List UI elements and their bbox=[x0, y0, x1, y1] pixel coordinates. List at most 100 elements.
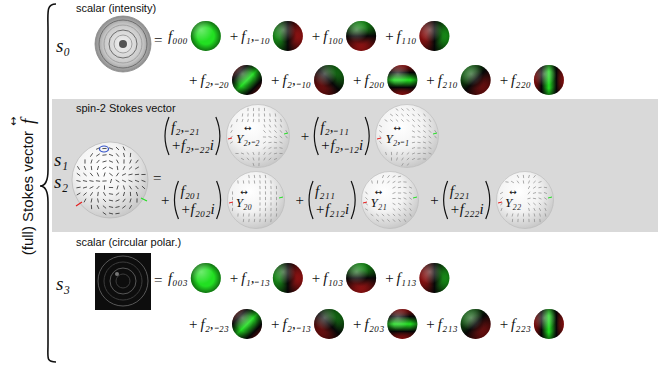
field-tick bbox=[253, 219, 254, 222]
sphere-art bbox=[361, 171, 419, 229]
harmonic-ball bbox=[191, 263, 221, 293]
field-tick bbox=[247, 108, 248, 111]
field-tick bbox=[83, 173, 86, 176]
field-tick bbox=[241, 119, 243, 122]
operator-sign: + bbox=[430, 192, 438, 209]
field-tick bbox=[242, 113, 243, 116]
sphere-art bbox=[496, 171, 554, 229]
operator-sign: + bbox=[189, 316, 197, 333]
field-tick bbox=[115, 213, 119, 215]
field-tick bbox=[258, 119, 259, 122]
field-tick bbox=[517, 213, 519, 216]
rim-tick bbox=[76, 202, 82, 206]
field-tick bbox=[104, 185, 105, 189]
field-tick bbox=[83, 187, 87, 188]
field-tick bbox=[130, 198, 131, 202]
field-tick bbox=[96, 180, 100, 182]
ball-hilite bbox=[191, 21, 221, 51]
field-tick bbox=[383, 175, 384, 178]
harmonic-ball bbox=[273, 21, 303, 51]
parenthesis bbox=[217, 181, 221, 219]
field-tick bbox=[102, 180, 106, 181]
sphere-label: ↔Y₂,₋₂ bbox=[236, 124, 260, 146]
field-tick bbox=[410, 208, 412, 211]
field-tick bbox=[84, 199, 86, 203]
field-tick bbox=[534, 219, 535, 222]
headlight-photo bbox=[95, 16, 151, 72]
harmonic-ball bbox=[314, 65, 344, 95]
field-tick bbox=[247, 119, 249, 122]
field-tick bbox=[77, 166, 79, 170]
field-tick bbox=[264, 213, 265, 216]
ball-hilite bbox=[419, 263, 449, 293]
ball-fill bbox=[273, 21, 303, 51]
field-tick bbox=[385, 120, 388, 122]
field-tick bbox=[533, 198, 536, 200]
field-tick bbox=[500, 192, 503, 194]
field-tick bbox=[269, 119, 271, 122]
ball-fill bbox=[232, 309, 262, 339]
field-tick bbox=[380, 141, 382, 143]
field-tick bbox=[533, 213, 535, 216]
field-tick bbox=[371, 214, 374, 216]
field-tick bbox=[264, 125, 265, 128]
parenthesis bbox=[309, 181, 313, 219]
harmonic-ball bbox=[534, 65, 564, 95]
field-tick bbox=[388, 181, 390, 183]
field-tick bbox=[276, 197, 277, 200]
sphere-field bbox=[76, 147, 145, 215]
field-tick bbox=[501, 208, 502, 211]
field-tick bbox=[116, 200, 120, 202]
photo-ring bbox=[104, 262, 142, 300]
field-tick bbox=[275, 213, 276, 216]
field-tick bbox=[259, 191, 260, 194]
ball-shade bbox=[191, 21, 221, 51]
field-tick bbox=[264, 180, 265, 183]
coefficient: f₂₂₁ bbox=[450, 183, 470, 200]
field-tick bbox=[83, 193, 86, 196]
field-tick bbox=[252, 163, 254, 166]
field-tick bbox=[270, 213, 271, 216]
ball-hilite bbox=[534, 309, 564, 339]
coefficient: f₂₁₁ bbox=[315, 183, 335, 200]
field-tick bbox=[533, 187, 536, 189]
field-tick bbox=[409, 198, 412, 200]
field-tick bbox=[96, 154, 99, 156]
field-tick bbox=[506, 213, 508, 216]
field-tick bbox=[418, 147, 421, 148]
rim-tick bbox=[228, 138, 232, 139]
field-tick bbox=[258, 113, 259, 116]
field-tick bbox=[412, 136, 415, 137]
field-tick bbox=[412, 142, 415, 144]
field-tick bbox=[232, 197, 233, 200]
coefficient: f₂₀₀ bbox=[365, 72, 385, 89]
field-tick bbox=[109, 173, 112, 176]
field-tick bbox=[286, 130, 288, 133]
field-tick bbox=[136, 186, 139, 189]
field-tick bbox=[280, 119, 282, 122]
field-tick bbox=[407, 152, 409, 154]
coefficient: f₂₀₁ bbox=[180, 183, 200, 200]
field-tick bbox=[418, 119, 420, 121]
field-tick bbox=[538, 192, 541, 193]
ball-shade bbox=[232, 65, 262, 95]
rim-tick bbox=[229, 202, 233, 203]
field-tick bbox=[279, 153, 282, 154]
harmonic-sphere: ↔Y₂₀ bbox=[227, 171, 285, 229]
field-tick bbox=[404, 208, 406, 210]
field-tick bbox=[83, 180, 87, 182]
field-tick bbox=[97, 186, 100, 189]
field-tick bbox=[264, 219, 265, 222]
harmonic-symbol: Y₂,₋₂ bbox=[236, 132, 260, 146]
field-tick bbox=[385, 152, 387, 155]
field-tick bbox=[528, 175, 530, 178]
field-tick bbox=[116, 173, 118, 176]
field-tick bbox=[274, 136, 277, 138]
field-tick bbox=[528, 219, 529, 222]
field-tick bbox=[276, 202, 277, 205]
field-tick bbox=[402, 114, 404, 116]
field-tick bbox=[393, 208, 395, 210]
field-tick bbox=[91, 166, 93, 170]
field-tick bbox=[528, 181, 529, 184]
